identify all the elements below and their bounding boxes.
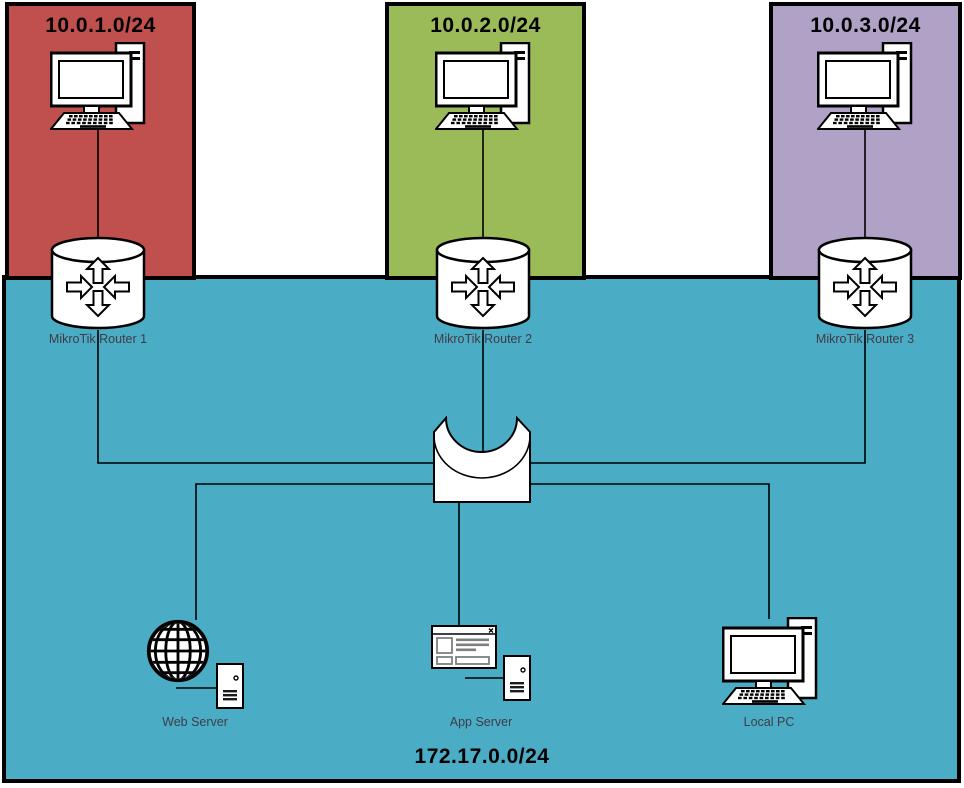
link-router1-hub: [97, 330, 433, 464]
zone-2-subnet-label: 10.0.2.0/24: [430, 14, 541, 37]
zone-1-subnet-label: 10.0.1.0/24: [45, 14, 156, 37]
zone-3-subnet-label: 10.0.3.0/24: [810, 14, 921, 37]
network-hub-icon: [433, 417, 531, 503]
router-2-label: MikroTik Router 2: [433, 332, 533, 346]
app-server-tower-icon: [503, 655, 531, 701]
workstation-2-icon: [435, 42, 531, 130]
link-hub-webserver: [195, 483, 433, 620]
app-server-label: App Server: [449, 715, 513, 729]
link-hub-localpc: [531, 483, 770, 619]
web-server-label: Web Server: [162, 715, 228, 729]
zone-box-1: 10.0.1.0/24: [5, 2, 196, 280]
router-3-icon: [817, 236, 913, 330]
zone-box-2: 10.0.2.0/24: [385, 2, 586, 280]
app-server-window-icon: [431, 625, 497, 669]
router-3-label: MikroTik Router 3: [815, 332, 915, 346]
core-subnet-label: 172.17.0.0/24: [414, 745, 550, 768]
local-pc-icon: [722, 617, 818, 705]
web-server-tower-icon: [216, 663, 244, 709]
workstation-1-icon: [50, 42, 146, 130]
web-server-globe-icon: [147, 620, 209, 682]
local-pc-label: Local PC: [743, 715, 795, 729]
router-1-icon: [50, 236, 146, 330]
connector-lines: [97, 128, 866, 689]
router-2-icon: [435, 236, 531, 330]
workstation-3-icon: [817, 42, 913, 130]
link-router3-hub: [531, 330, 866, 464]
router-1-label: MikroTik Router 1: [48, 332, 148, 346]
